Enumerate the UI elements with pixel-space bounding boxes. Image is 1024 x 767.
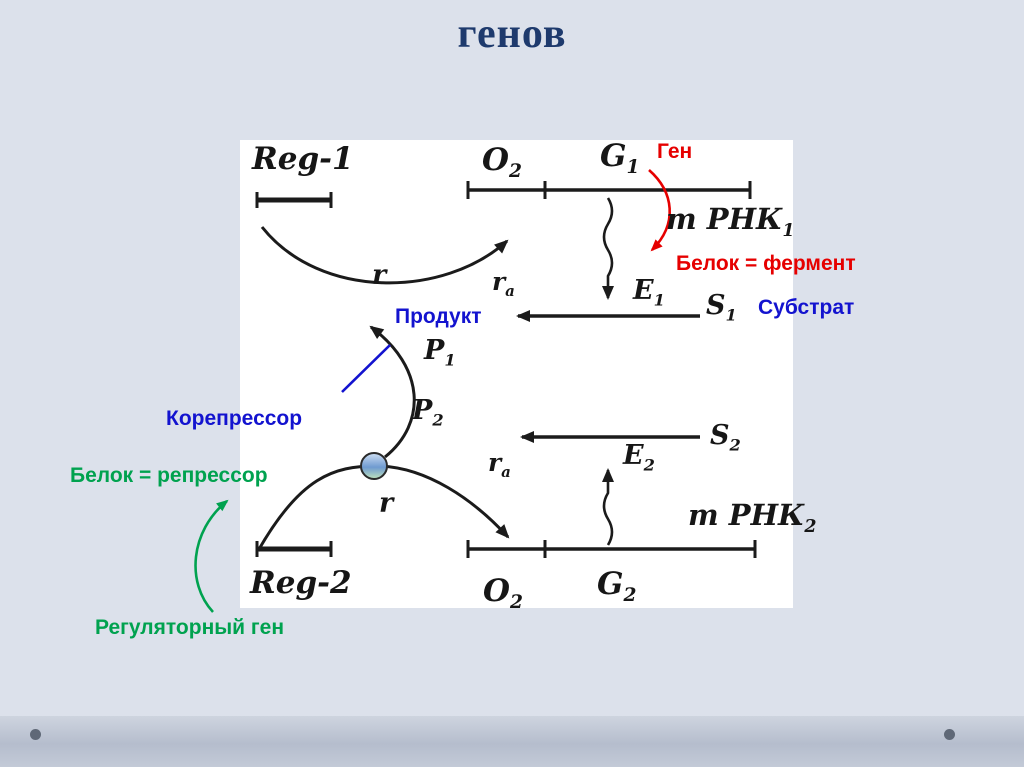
footer-bullet-right — [944, 729, 955, 740]
gene-top-label: G1 — [600, 138, 639, 177]
operator-bottom-base: O — [483, 573, 511, 609]
reg2-bar-ticks — [255, 541, 333, 557]
gene-top-sub: 1 — [626, 157, 640, 179]
gene-annotation: Ген — [657, 140, 693, 163]
product1-base: P — [424, 335, 445, 366]
dna-lines — [255, 181, 757, 558]
product2-base: P — [412, 395, 433, 426]
diagram-panel — [240, 140, 793, 608]
operator-bottom-label: O2 — [483, 573, 523, 612]
operator-top-base: O — [482, 142, 510, 178]
ra-top-label: ra — [492, 267, 515, 299]
ra-bottom-base: r — [488, 448, 502, 477]
mrna-wavy-arrow-top — [602, 197, 614, 300]
mrna-wavy-arrow-bottom — [602, 468, 614, 546]
reg1-label: Reg-1 — [252, 141, 354, 177]
reg2-label: Reg-2 — [250, 565, 352, 601]
footer-band — [0, 716, 1024, 767]
enzyme-bottom-label: E2 — [623, 440, 655, 475]
substrate-bottom-base: S — [710, 420, 730, 451]
product-annotation: Продукт — [395, 305, 482, 328]
mrna-top-label: m РНК1 — [666, 202, 794, 239]
product2-label: P2 — [412, 395, 444, 430]
regulatory-gene-arrow — [194, 499, 229, 613]
footer-bullet-left — [30, 729, 41, 740]
repressor-curve-top — [260, 226, 509, 285]
mrna-top-sub: 1 — [782, 220, 795, 241]
enzyme-bottom-base: E — [623, 440, 644, 471]
gene-line-bottom-ticks — [466, 540, 757, 558]
mrna-bottom-sub: 2 — [804, 516, 817, 537]
protein-repressor-annotation: Белок = репрессор — [70, 464, 268, 487]
substrate-top-label: S1 — [706, 290, 737, 325]
black-arrows — [256, 197, 700, 552]
gene-top-base: G — [600, 138, 627, 174]
ra-top-base: r — [492, 267, 506, 296]
regulatory-gene-annotation: Регуляторный ген — [95, 616, 285, 639]
operator-bottom-sub: 2 — [510, 592, 523, 614]
product-feedback-arrow — [369, 325, 416, 459]
substrate-top-base: S — [706, 290, 726, 321]
ra-bottom-sub: a — [501, 463, 511, 481]
reg1-bar-ticks — [255, 192, 333, 208]
r-bottom-label: r — [379, 488, 394, 519]
operator-top-label: O2 — [482, 142, 522, 181]
mrna-bottom-base: m РНК — [688, 498, 805, 532]
product1-sub: 1 — [444, 350, 456, 370]
enzyme-top-label: E1 — [633, 275, 665, 310]
ra-bottom-label: ra — [488, 448, 511, 480]
corepressor-callout-line — [341, 344, 391, 393]
product1-label: P1 — [424, 335, 456, 370]
gene-line-top-ticks — [466, 181, 752, 199]
protein-enzyme-annotation: Белок = фермент — [676, 252, 856, 275]
operator-top-sub: 2 — [509, 161, 522, 183]
r-top-label: r — [372, 260, 387, 291]
enzyme-bottom-sub: 2 — [643, 455, 655, 475]
corepressor-annotation: Корепрессор — [166, 407, 303, 430]
substrate-top-sub: 1 — [725, 305, 737, 325]
enzyme-top-sub: 1 — [653, 290, 665, 310]
ra-top-sub: a — [505, 282, 515, 300]
gene-bottom-base: G — [597, 566, 624, 602]
gene-bottom-sub: 2 — [623, 585, 637, 607]
mrna-top-base: m РНК — [666, 202, 783, 236]
substrate-annotation: Субстрат — [758, 296, 855, 319]
slide-title: генов — [457, 11, 567, 57]
gene-bottom-label: G2 — [597, 566, 636, 605]
product2-sub: 2 — [432, 410, 444, 430]
mrna-bottom-label: m РНК2 — [688, 498, 816, 535]
enzyme-top-base: E — [633, 275, 654, 306]
gene-pointer-arrow — [648, 169, 672, 252]
substrate-bottom-label: S2 — [710, 420, 741, 455]
repressor-ball — [360, 452, 388, 480]
substrate-bottom-sub: 2 — [729, 435, 741, 455]
